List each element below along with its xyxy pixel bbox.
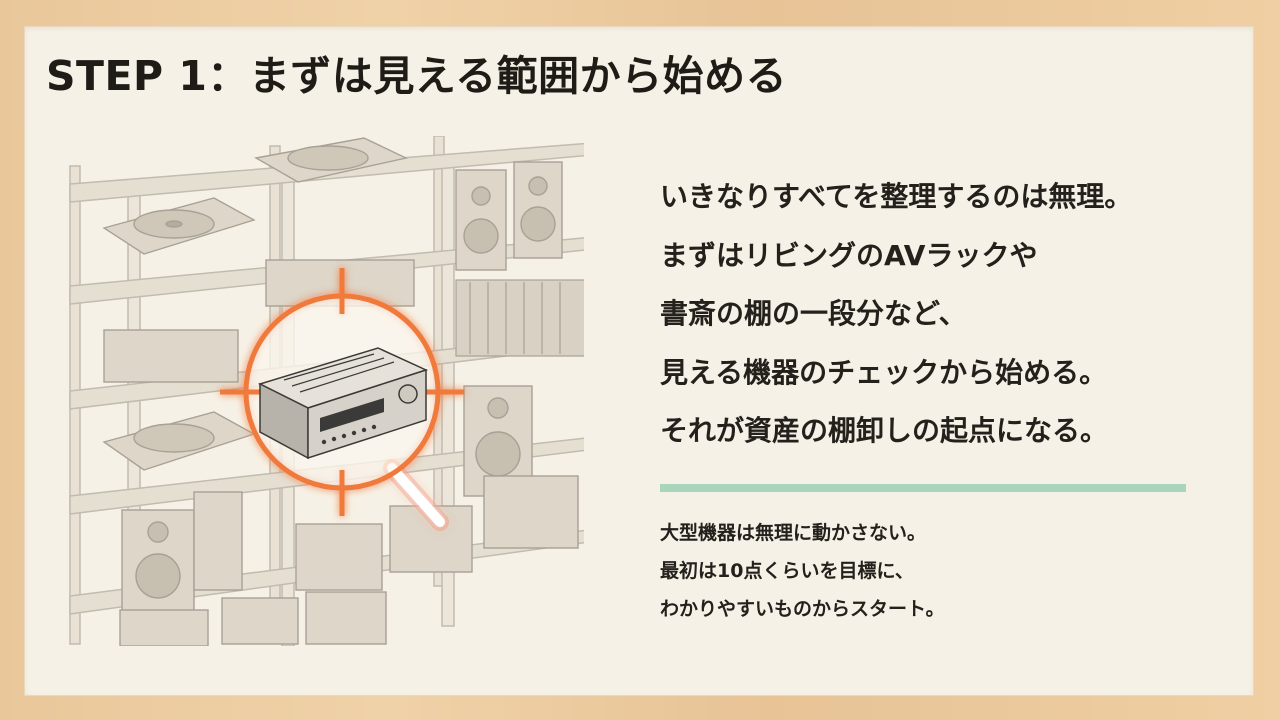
turntable-icon <box>102 197 256 255</box>
sub-line: 最初は10点くらいを目標に、 <box>660 560 914 582</box>
main-line: それが資産の棚卸しの起点になる。 <box>660 414 1109 447</box>
receiver-icon <box>257 347 429 460</box>
record-crate-icon <box>455 279 584 357</box>
turntable-icon <box>102 411 256 471</box>
sub-message: 大型機器は無理に動かさない。 最初は10点くらいを目標に、 わかりやすいものから… <box>660 514 1200 628</box>
main-line: いきなりすべてを整理するのは無理。 <box>660 180 1133 213</box>
av-shelf-illustration <box>69 136 584 646</box>
main-line: 書斎の棚の一段分など、 <box>660 297 967 330</box>
main-message: いきなりすべてを整理するのは無理。 まずはリビングのAVラックや 書斎の棚の一段… <box>660 168 1220 461</box>
divider-line <box>660 484 1186 492</box>
speaker-icon <box>121 385 533 615</box>
sub-line: 大型機器は無理に動かさない。 <box>660 522 927 544</box>
record-crate-icon <box>119 475 579 646</box>
turntable-icon <box>253 137 409 183</box>
main-line: 見える機器のチェックから始める。 <box>660 355 1108 389</box>
slide-title: STEP 1：まずは見える範囲から始める <box>46 52 788 100</box>
speaker-icon <box>455 161 563 271</box>
main-line: まずはリビングのAVラックや <box>660 238 1038 272</box>
sub-line: わかりやすいものからスタート。 <box>660 598 945 620</box>
